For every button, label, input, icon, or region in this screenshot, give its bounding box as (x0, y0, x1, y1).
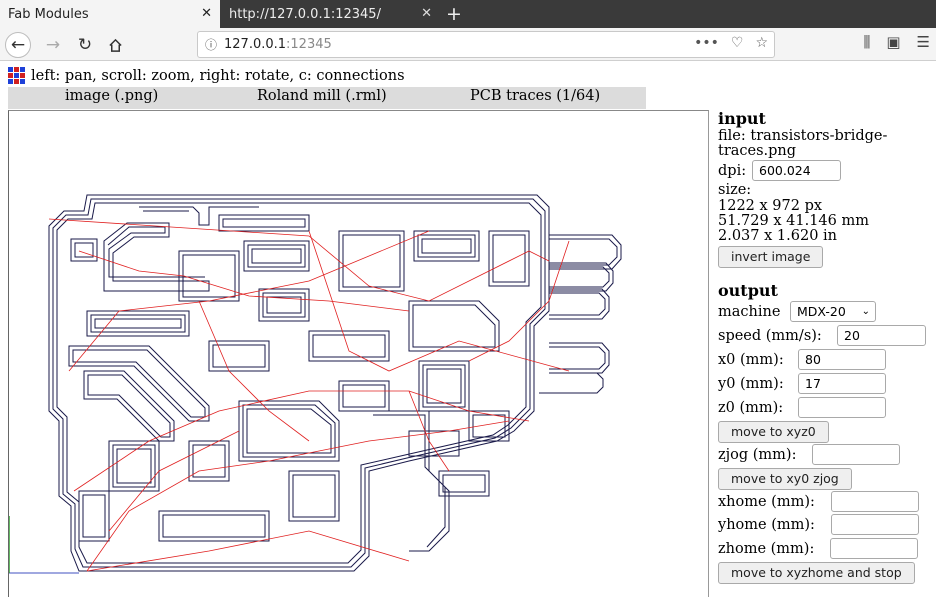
close-tab-icon[interactable]: ✕ (201, 6, 212, 21)
forward-arrow-icon: → (45, 35, 61, 55)
toolpath-view[interactable] (8, 110, 709, 597)
url-host: 127.0.0.1 (224, 37, 287, 52)
hint-text: left: pan, scroll: zoom, right: rotate, … (31, 67, 405, 84)
z0-label: z0 (mm): (718, 400, 784, 416)
browser-nav-bar: ← → ↻ ⓘ 127.0.0.1:12345 ••• ♡ ☆ ⫼ ▣ ☰ (0, 28, 936, 61)
tab-title: http://127.0.0.1:12345/ (229, 6, 381, 22)
reload-button[interactable]: ↻ (72, 32, 98, 58)
speed-input[interactable]: 20 (837, 325, 926, 346)
controls-hint: left: pan, scroll: zoom, right: rotate, … (8, 67, 405, 84)
zhome-input[interactable] (830, 538, 918, 559)
tab-title: Fab Modules (8, 6, 89, 22)
speed-label: speed (mm/s): (718, 328, 822, 344)
chevron-down-icon: ⌄ (861, 306, 870, 317)
output-header: output (718, 281, 778, 300)
xhome-label: xhome (mm): (718, 494, 815, 510)
bookmark-star-icon[interactable]: ☆ (755, 35, 768, 51)
new-tab-icon[interactable]: + (446, 3, 462, 25)
move-to-xyzhome-and-stop-button[interactable]: move to xyzhome and stop (718, 562, 915, 584)
x0-input[interactable]: 80 (798, 349, 886, 370)
tab-pcb-traces[interactable]: PCB traces (1/64) (470, 88, 601, 104)
file-name-line1: file: transistors-bridge- (718, 128, 888, 144)
tab-localhost[interactable]: http://127.0.0.1:12345/ ✕ (221, 0, 440, 28)
home-button[interactable] (102, 32, 128, 58)
home-icon (108, 38, 122, 52)
z0-input[interactable] (798, 397, 886, 418)
machine-select-value: MDX-20 (797, 304, 846, 319)
page-actions-icon[interactable]: ••• (694, 35, 719, 51)
move-to-xy0-zjog-button[interactable]: move to xy0 zjog (718, 468, 852, 490)
toolpath-drawing[interactable] (8, 111, 709, 597)
dpi-label: dpi: (718, 163, 747, 179)
tab-image-png[interactable]: image (.png) (65, 88, 159, 104)
zhome-label: zhome (mm): (718, 541, 815, 557)
size-label: size: (718, 182, 752, 198)
file-name-line2: traces.png (718, 143, 797, 159)
toolpath-axes (8, 516, 79, 574)
tab-fab-modules[interactable]: Fab Modules ✕ (0, 0, 220, 28)
site-info-icon[interactable]: ⓘ (204, 38, 217, 52)
move-to-xyz0-button[interactable]: move to xyz0 (718, 421, 829, 443)
y0-input[interactable]: 17 (798, 373, 886, 394)
zjog-input[interactable] (812, 444, 900, 465)
xhome-input[interactable] (831, 491, 919, 512)
forward-button[interactable]: → (40, 32, 66, 58)
close-tab-icon[interactable]: ✕ (421, 6, 432, 21)
machine-label: machine (718, 304, 781, 320)
back-arrow-icon: ← (10, 35, 26, 55)
zjog-label: zjog (mm): (718, 447, 797, 463)
module-tabs: image (.png) Roland mill (.rml) PCB trac… (8, 87, 646, 109)
dpi-input[interactable]: 600.024 (752, 160, 841, 181)
x0-label: x0 (mm): (718, 352, 784, 368)
menu-icon[interactable]: ☰ (916, 33, 930, 51)
reload-icon: ↻ (77, 35, 93, 55)
invert-image-button[interactable]: invert image (718, 246, 824, 268)
fab-logo-icon (8, 67, 25, 84)
pocket-icon[interactable]: ♡ (730, 35, 744, 51)
url-bar[interactable]: ⓘ 127.0.0.1:12345 ••• ♡ ☆ (197, 31, 775, 58)
yhome-label: yhome (mm): (718, 517, 815, 533)
input-header: input (718, 109, 766, 128)
tab-roland-mill[interactable]: Roland mill (.rml) (257, 88, 387, 104)
back-button[interactable]: ← (5, 32, 31, 58)
connection-lines (48, 218, 570, 572)
sidebar-icon[interactable]: ▣ (886, 33, 901, 51)
toolpath-traces (48, 194, 622, 572)
size-mm: 51.729 x 41.146 mm (718, 213, 869, 229)
yhome-input[interactable] (831, 514, 919, 535)
browser-tab-bar: Fab Modules ✕ http://127.0.0.1:12345/ ✕ … (0, 0, 936, 28)
y0-label: y0 (mm): (718, 376, 784, 392)
size-px: 1222 x 972 px (718, 198, 823, 214)
library-icon[interactable]: ⫼ (863, 33, 871, 51)
url-port: :12345 (286, 37, 332, 52)
size-in: 2.037 x 1.620 in (718, 228, 838, 244)
machine-select[interactable]: MDX-20 ⌄ (790, 301, 876, 322)
